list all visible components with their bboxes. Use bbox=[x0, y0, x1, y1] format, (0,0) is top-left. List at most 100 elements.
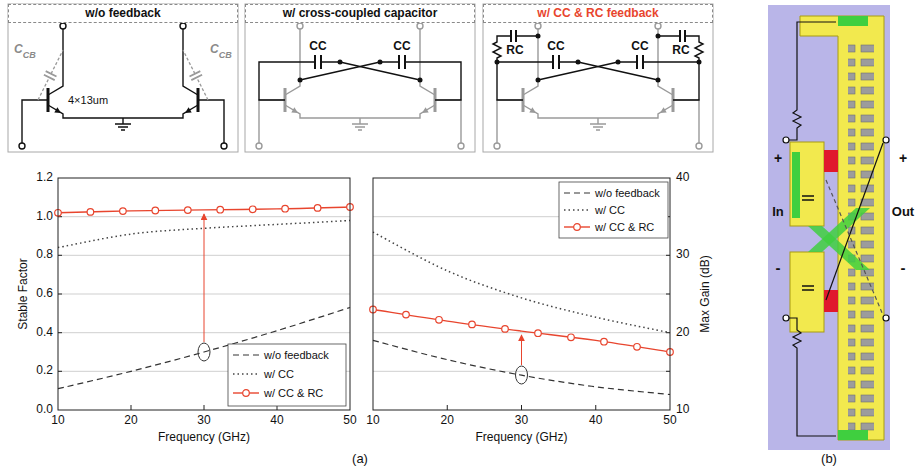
port-terminal bbox=[883, 137, 889, 143]
axis-tick: 20 bbox=[441, 414, 454, 428]
legend-text: w/o feedback bbox=[264, 349, 329, 361]
panel-title: w/ cross-coupled capacitor bbox=[283, 6, 438, 20]
legend-text: w/ CC bbox=[595, 204, 625, 216]
data-marker bbox=[249, 206, 256, 213]
capacitor-plate bbox=[315, 55, 405, 69]
data-marker bbox=[535, 330, 542, 337]
capacitor-name: CC bbox=[309, 40, 326, 54]
axis-tick: 40 bbox=[270, 414, 283, 428]
legend-sample bbox=[563, 222, 591, 232]
legend-text: w/ CC & RC bbox=[264, 387, 323, 399]
capacitor-name: C bbox=[210, 43, 219, 57]
resistor-symbol bbox=[493, 36, 703, 62]
capacitor-plate bbox=[44, 71, 202, 80]
junction-dot bbox=[378, 60, 383, 65]
device-size: 4×13um bbox=[68, 94, 108, 107]
legend-line bbox=[233, 373, 259, 375]
green-metal bbox=[792, 152, 800, 218]
legend-entry: w/ CC bbox=[232, 368, 294, 380]
callout-ellipse bbox=[516, 366, 528, 384]
capacitor-name: CC bbox=[393, 40, 410, 54]
legend-text: w/ CC bbox=[264, 368, 294, 380]
axis-tick: 10 bbox=[366, 414, 379, 428]
panel-title-box: w/ CC & RC feedback bbox=[483, 4, 713, 23]
data-marker bbox=[185, 207, 192, 214]
junction-dot bbox=[495, 60, 500, 65]
green-metal bbox=[838, 16, 868, 26]
axis-tick: 10 bbox=[676, 403, 689, 417]
data-curve bbox=[373, 232, 670, 333]
data-marker bbox=[217, 206, 224, 213]
junction-dot bbox=[338, 60, 343, 65]
panel-title: w/o feedback bbox=[85, 6, 160, 20]
legend-line bbox=[564, 209, 590, 211]
cc-rc-feedback bbox=[493, 30, 703, 100]
axis-tick: 0.4 bbox=[36, 326, 53, 340]
legend-box bbox=[228, 344, 346, 406]
junction-dot bbox=[418, 78, 423, 83]
port-polarity: + bbox=[899, 150, 907, 166]
axis-title: Frequency (GHz) bbox=[158, 431, 250, 445]
data-marker bbox=[568, 334, 575, 341]
layout-wire bbox=[826, 143, 883, 300]
port-name: In bbox=[772, 205, 784, 220]
layout-wire bbox=[789, 22, 836, 140]
axis-title: Max Gain (dB) bbox=[699, 255, 713, 332]
panel-frame bbox=[8, 4, 238, 152]
capacitor-name: CC bbox=[547, 40, 564, 54]
legend-box bbox=[559, 182, 668, 238]
junction-dot bbox=[697, 60, 702, 65]
capacitor-name: C bbox=[14, 43, 23, 57]
legend-sample bbox=[232, 369, 260, 379]
panel-title: w/ CC & RC feedback bbox=[537, 6, 658, 20]
axis-tick: 0.2 bbox=[36, 364, 53, 378]
green-metal bbox=[838, 430, 868, 440]
feedback-wire bbox=[259, 62, 461, 100]
data-marker bbox=[120, 208, 127, 215]
axis-tick: 40 bbox=[676, 171, 689, 185]
junction-dot bbox=[298, 78, 303, 83]
axis-title: Frequency (GHz) bbox=[475, 431, 567, 445]
axis-tick: 30 bbox=[515, 414, 528, 428]
layout-wire bbox=[789, 318, 836, 436]
junction-dot bbox=[536, 78, 541, 83]
junction-dot bbox=[656, 78, 661, 83]
port-terminal bbox=[883, 315, 889, 321]
callout-arrow bbox=[204, 214, 205, 342]
legend-sample bbox=[232, 350, 260, 360]
axis-tick: 1.0 bbox=[36, 210, 53, 224]
transistor-array bbox=[848, 44, 874, 432]
axis-tick: 0.0 bbox=[36, 403, 53, 417]
junction-dot bbox=[656, 34, 661, 39]
axis-tick: 50 bbox=[663, 414, 676, 428]
callout-arrow bbox=[521, 335, 522, 365]
rc-name: RC bbox=[672, 44, 689, 58]
data-marker bbox=[601, 338, 608, 345]
data-marker bbox=[87, 209, 94, 216]
port-terminal bbox=[783, 315, 789, 321]
legend-entry: w/ CC & RC bbox=[563, 221, 654, 233]
data-marker bbox=[152, 207, 159, 214]
axis-tick: 1.2 bbox=[36, 171, 53, 185]
layout-substrate bbox=[768, 5, 890, 450]
panel-title-box: w/o feedback bbox=[8, 4, 238, 23]
transistor-pair bbox=[19, 23, 227, 149]
port-polarity: + bbox=[774, 150, 782, 166]
axis-tick: 50 bbox=[343, 414, 356, 428]
grid-lines bbox=[58, 217, 670, 372]
axis-tick: 30 bbox=[676, 248, 689, 262]
parasitic-capacitors bbox=[38, 50, 208, 100]
metal-region bbox=[790, 252, 824, 332]
axis-tick: 0.6 bbox=[36, 287, 53, 301]
data-marker bbox=[314, 205, 321, 212]
port-polarity: - bbox=[776, 259, 781, 276]
legend-sample bbox=[563, 205, 591, 215]
legend-line bbox=[233, 354, 259, 355]
axis-tick: 10 bbox=[51, 414, 64, 428]
data-marker bbox=[502, 326, 509, 333]
annotation bbox=[198, 214, 528, 384]
metal-region bbox=[800, 16, 884, 440]
axis-tick: 30 bbox=[197, 414, 210, 428]
